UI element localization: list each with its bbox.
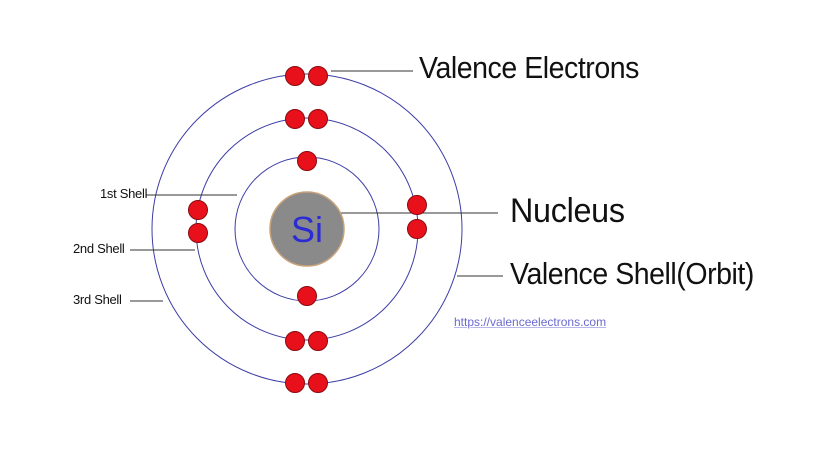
- label-1st-shell: 1st Shell: [100, 186, 148, 201]
- label-nucleus: Nucleus: [510, 192, 625, 230]
- electron: [285, 66, 305, 86]
- electron: [297, 151, 317, 171]
- label-3rd-shell: 3rd Shell: [73, 292, 122, 307]
- electron: [188, 200, 208, 220]
- electron: [188, 223, 208, 243]
- electron: [285, 373, 305, 393]
- electron: [308, 373, 328, 393]
- electron: [285, 109, 305, 129]
- label-2nd-shell: 2nd Shell: [73, 241, 125, 256]
- element-symbol: Si: [291, 209, 323, 250]
- electron: [308, 66, 328, 86]
- electron: [285, 331, 305, 351]
- electron: [308, 109, 328, 129]
- label-valence-shell: Valence Shell(Orbit): [510, 256, 754, 291]
- electron: [407, 219, 427, 239]
- orbit-3rd-shell: [151, 73, 463, 385]
- source-link[interactable]: https://valenceelectrons.com: [454, 315, 607, 329]
- electron: [407, 195, 427, 215]
- electron: [297, 286, 317, 306]
- label-valence-electrons: Valence Electrons: [419, 50, 639, 85]
- electron: [308, 331, 328, 351]
- nucleus: [269, 191, 345, 267]
